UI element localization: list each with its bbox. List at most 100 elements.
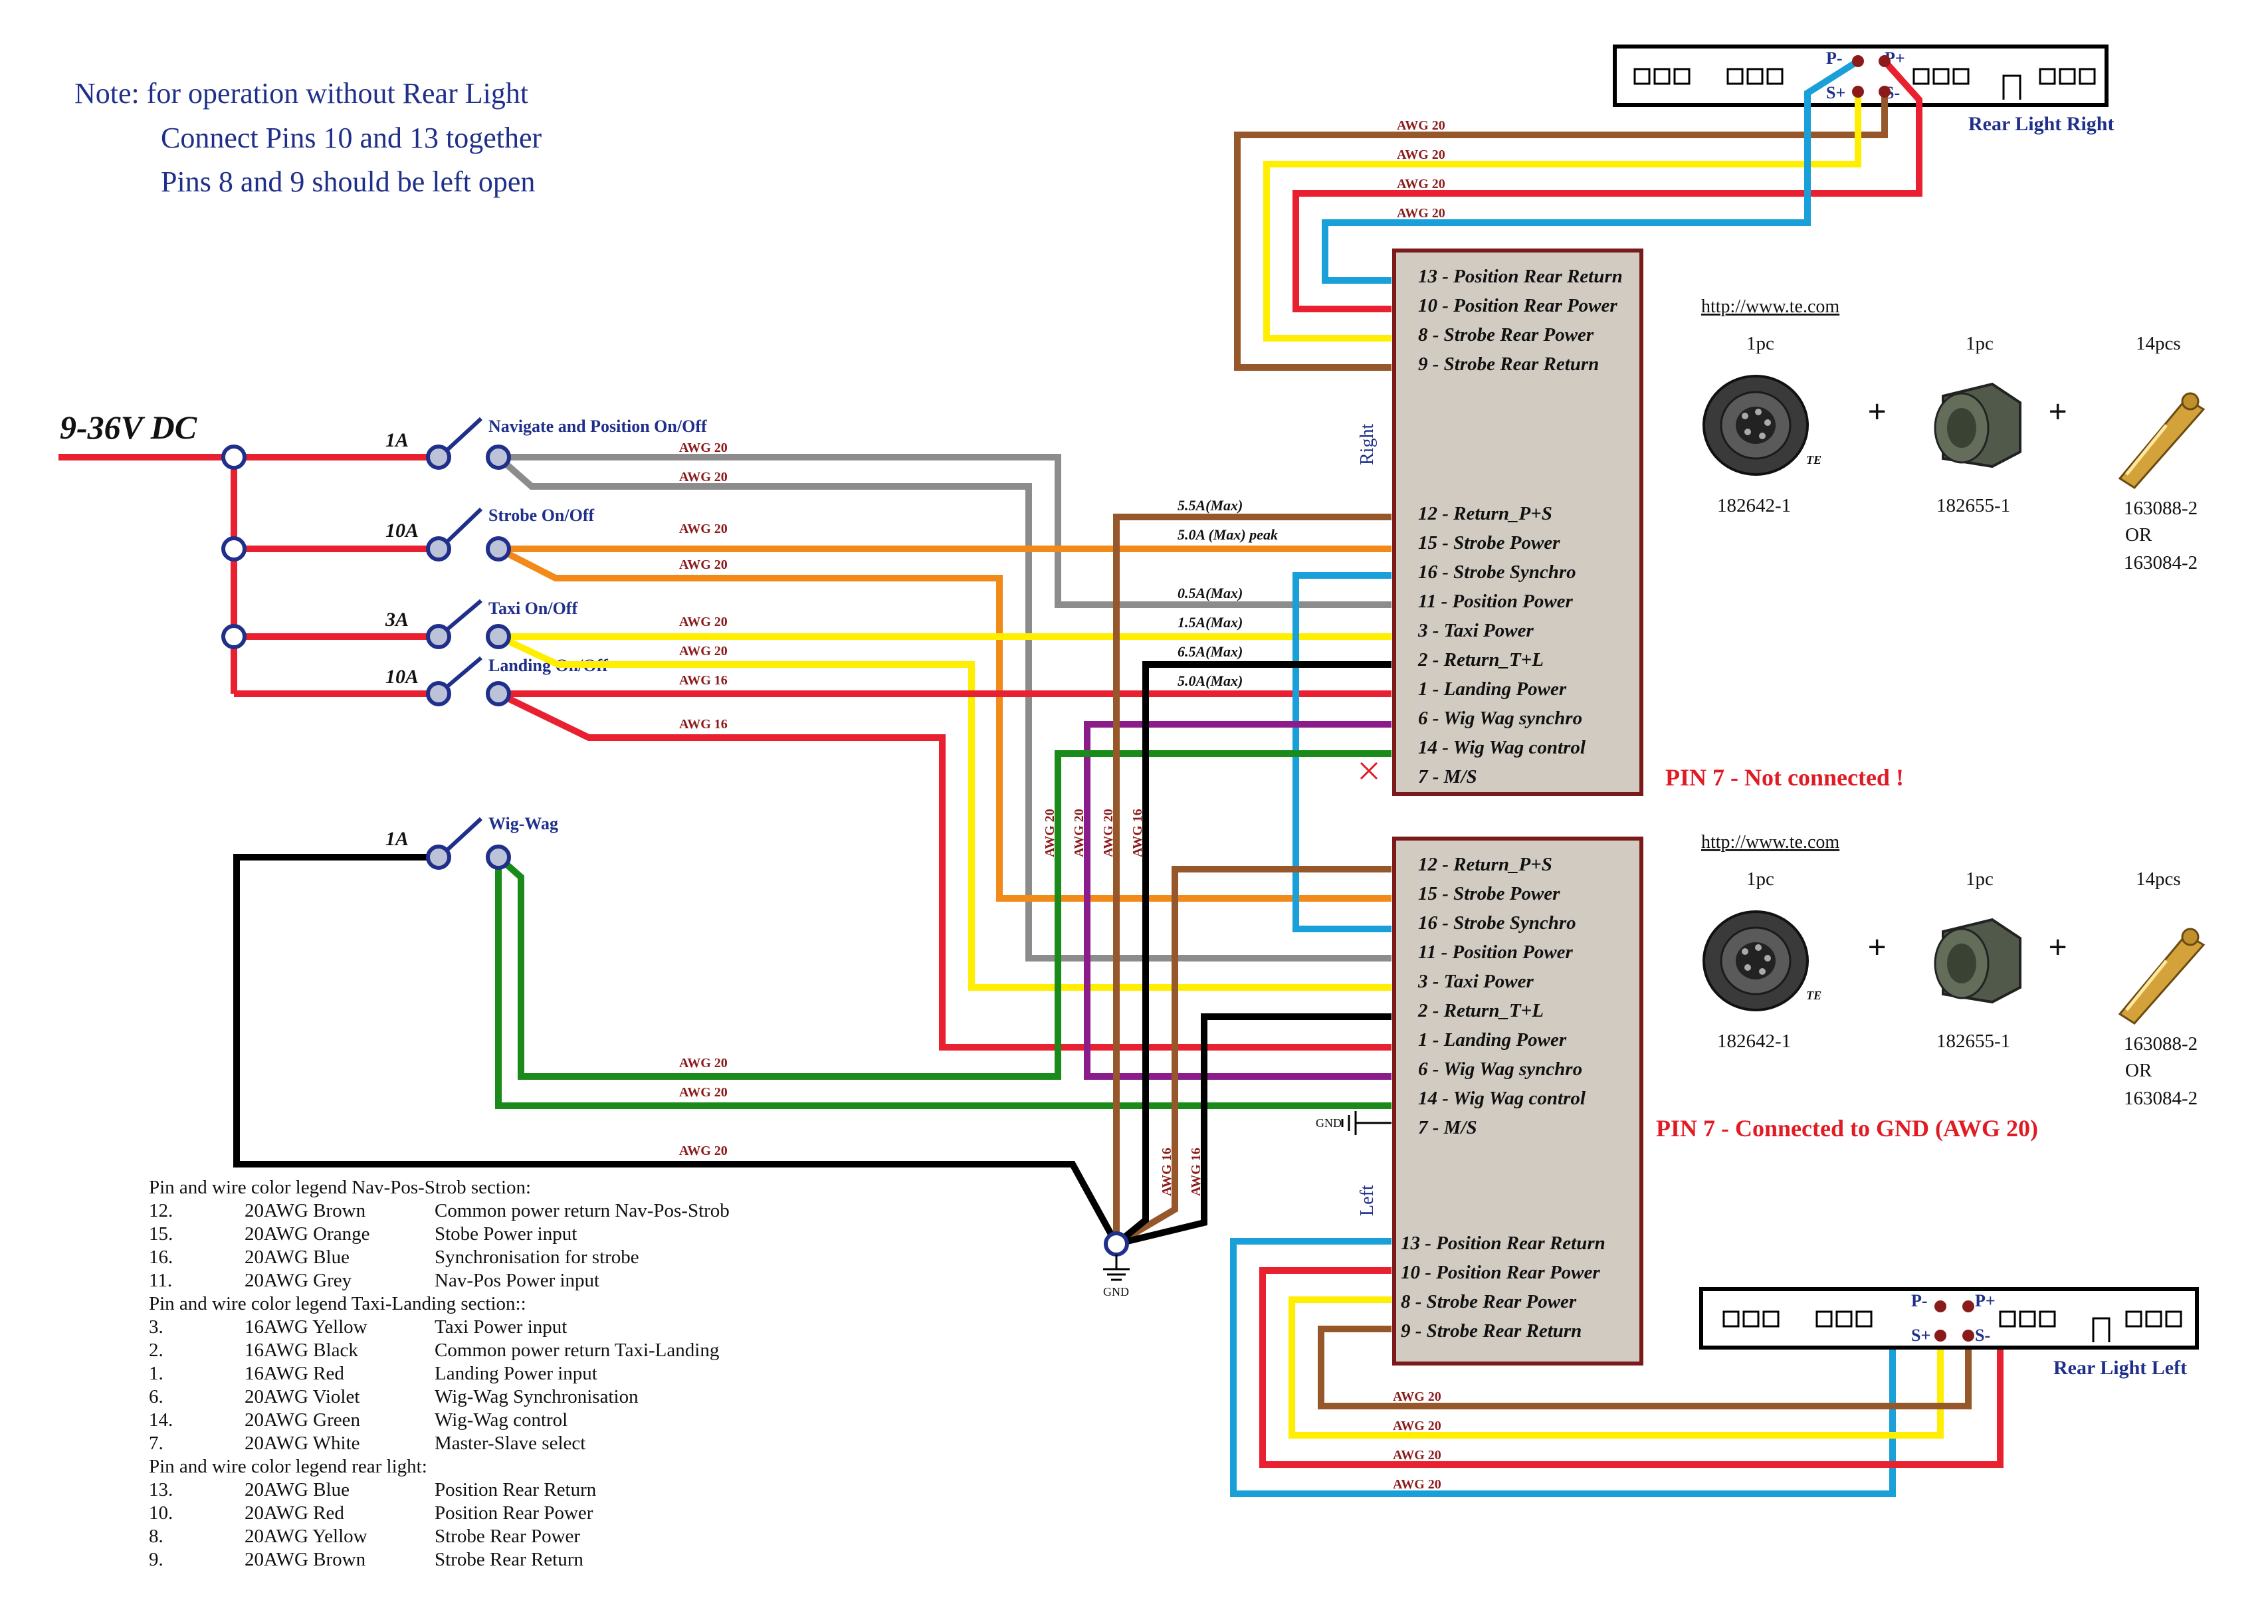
- legend-row: 6.: [149, 1386, 163, 1407]
- pin7-gnd-label: GND: [1316, 1116, 1342, 1130]
- legend-row: 2.: [149, 1340, 163, 1361]
- left-pin-6: 6 - Wig Wag synchro: [1418, 1059, 1582, 1080]
- legend-row: 20AWG Violet: [245, 1386, 360, 1407]
- current-label-taxi: 1.5A(Max): [1178, 614, 1243, 631]
- legend-row: 14.: [149, 1409, 173, 1431]
- left-pin-1: 1 - Landing Power: [1418, 1029, 1567, 1051]
- part-number-bottom-2: 182655-1: [1936, 1031, 2010, 1052]
- awg-label-rear-l3: AWG 20: [1393, 1448, 1441, 1463]
- legend-row: Position Rear Power: [435, 1502, 593, 1524]
- note-line-1: Note: for operation without Rear Light: [74, 77, 528, 110]
- part-number-top-2: 182655-1: [1936, 495, 2010, 516]
- right-pin-16: 16 - Strobe Synchro: [1418, 561, 1576, 583]
- fuse-label-nav: 1A: [385, 429, 409, 451]
- current-label-return-ps: 5.5A(Max): [1178, 497, 1243, 514]
- switch-contacts: [426, 445, 511, 870]
- fuse-label-taxi: 3A: [385, 609, 409, 631]
- legend-row: 7.: [149, 1433, 163, 1454]
- right-pin-3: 3 - Taxi Power: [1417, 620, 1534, 641]
- awg-label-red-2: AWG 16: [679, 717, 728, 732]
- awg-label-rear-r4: AWG 20: [1397, 206, 1445, 221]
- legend-row: 20AWG Red: [245, 1502, 344, 1524]
- legend-row: 20AWG Blue: [245, 1247, 350, 1268]
- connector-right: 13 - Position Rear Return 10 - Position …: [1392, 249, 1643, 796]
- legend-row: 20AWG Brown: [245, 1549, 366, 1570]
- legend-row: Strobe Rear Power: [435, 1526, 580, 1547]
- awg-label-rear-r1: AWG 20: [1397, 118, 1445, 133]
- plus-top-2: +: [2048, 393, 2067, 430]
- awg-label-vert-2: AWG 20: [1072, 809, 1086, 857]
- rear-right-wires: AWG 20 AWG 20 AWG 20 AWG 20: [1234, 55, 1922, 371]
- legend-row: Strobe Rear Return: [435, 1549, 583, 1570]
- left-pin-15: 15 - Strobe Power: [1418, 883, 1560, 904]
- backshell-image-top: [1934, 382, 2021, 468]
- harness-wires: [233, 454, 1392, 1281]
- awg-label-rear-r2: AWG 20: [1397, 148, 1445, 162]
- legend-row: Pin and wire color legend Nav-Pos-Strob …: [149, 1177, 531, 1198]
- connector-left-side-label: Left: [1357, 1185, 1378, 1216]
- awg-label-orange-1: AWG 20: [679, 522, 728, 536]
- parts-qty-top-1: 1pc: [1746, 333, 1774, 354]
- awg-label-vert-6: AWG 16: [1189, 1148, 1203, 1196]
- current-label-landing: 5.0A(Max): [1178, 672, 1243, 689]
- plus-bottom-1: +: [1867, 928, 1887, 965]
- rear-light-right-label: Rear Light Right: [1968, 113, 2114, 135]
- legend-row: Stobe Power input: [435, 1223, 577, 1245]
- awg-label-rear-l1: AWG 20: [1393, 1389, 1441, 1404]
- part-number-top-4: 163084-2: [2124, 552, 2198, 573]
- awg-label-rear-l4: AWG 20: [1393, 1477, 1441, 1492]
- left-rear-pin-8: 8 - Strobe Rear Power: [1401, 1291, 1577, 1312]
- te-logo-top: TE: [1806, 453, 1821, 466]
- plus-top-1: +: [1867, 393, 1887, 430]
- right-pin-2: 2 - Return_T+L: [1417, 649, 1544, 670]
- legend-row: Common power return Taxi-Landing: [435, 1340, 719, 1361]
- current-label-position: 0.5A(Max): [1178, 585, 1243, 601]
- right-pin-14: 14 - Wig Wag control: [1418, 737, 1586, 758]
- pin7-not-connected-mark: [1360, 761, 1378, 780]
- right-rear-pin-9: 9 - Strobe Rear Return: [1418, 354, 1599, 375]
- gnd-label: GND: [1103, 1285, 1129, 1298]
- legend-row: Taxi Power input: [435, 1316, 567, 1338]
- awg-label-grey-2: AWG 20: [679, 470, 728, 484]
- left-rear-pin-13: 13 - Position Rear Return: [1401, 1233, 1605, 1254]
- pin7-left-note: PIN 7 - Connected to GND (AWG 20): [1656, 1115, 2038, 1142]
- pin7-right-note: PIN 7 - Not connected !: [1665, 764, 1904, 791]
- legend-row: Wig-Wag Synchronisation: [435, 1386, 639, 1407]
- awg-label-rear-r3: AWG 20: [1397, 177, 1445, 191]
- legend-row: 16AWG Black: [245, 1340, 358, 1361]
- rear-light-right: P- P+ S+ S- Rear Light Right: [1613, 45, 2114, 135]
- legend-row: 20AWG Brown: [245, 1200, 366, 1221]
- awg-label-vert-3: AWG 20: [1101, 809, 1116, 857]
- left-pin-3: 3 - Taxi Power: [1417, 971, 1534, 992]
- parts-qty-top-3: 14pcs: [2136, 333, 2181, 354]
- rear-left-pin-s-plus: S+: [1911, 1326, 1930, 1345]
- legend-row: 20AWG Green: [245, 1409, 361, 1431]
- legend-row: 3.: [149, 1316, 163, 1338]
- right-pin-12: 12 - Return_P+S: [1418, 503, 1552, 524]
- legend-row: 16AWG Red: [245, 1363, 344, 1384]
- contact-pin-image-top: [2118, 392, 2206, 489]
- parts-qty-bottom-2: 1pc: [1966, 868, 1994, 890]
- power-supply-bus: 9-36V DC: [58, 409, 439, 697]
- legend-row: 12.: [149, 1200, 173, 1221]
- parts-right: http://www.te.com 1pc 1pc 14pcs TE + + 1…: [1701, 296, 2206, 573]
- legend-row: 20AWG Yellow: [245, 1526, 367, 1547]
- awg-label-vert-5: AWG 16: [1160, 1148, 1174, 1196]
- legend-row: Pin and wire color legend rear light:: [149, 1456, 427, 1477]
- switch-label-nav: Navigate and Position On/Off: [488, 417, 707, 436]
- fuse-label-wigwag: 1A: [385, 828, 409, 850]
- right-pin-6: 6 - Wig Wag synchro: [1418, 708, 1582, 729]
- left-pin-7: 7 - M/S: [1418, 1117, 1477, 1138]
- left-pin-2: 2 - Return_T+L: [1417, 1000, 1544, 1021]
- right-pin-7: 7 - M/S: [1418, 766, 1477, 787]
- plus-bottom-2: +: [2048, 928, 2067, 965]
- awg-label-rear-l2: AWG 20: [1393, 1419, 1441, 1433]
- parts-url-top: http://www.te.com: [1701, 296, 1839, 317]
- right-rear-pin-8: 8 - Strobe Rear Power: [1418, 324, 1594, 346]
- right-rear-pin-13: 13 - Position Rear Return: [1418, 266, 1623, 287]
- awg-label-grey-1: AWG 20: [679, 441, 728, 455]
- parts-qty-top-2: 1pc: [1966, 333, 1994, 354]
- awg-label-black: AWG 20: [679, 1144, 728, 1158]
- legend-row: 13.: [149, 1479, 173, 1500]
